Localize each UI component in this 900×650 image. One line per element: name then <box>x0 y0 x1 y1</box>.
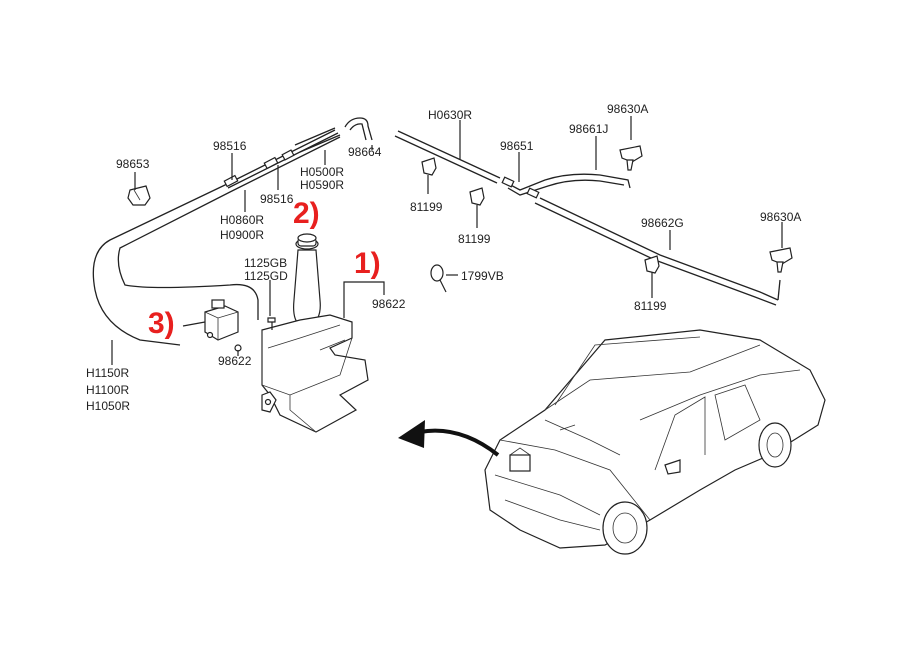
label-98630a-b: 98630A <box>760 210 801 224</box>
label-98653: 98653 <box>116 157 150 171</box>
label-h0860r: H0860R <box>220 213 264 227</box>
washer-pump <box>204 299 242 352</box>
label-98630a-a: 98630A <box>607 102 648 116</box>
label-1125gb: 1125GB <box>244 256 287 270</box>
label-h0630r: H0630R <box>428 108 472 122</box>
label-h1050r: H1050R <box>86 399 130 413</box>
part-labels: 98653 98516 98516 H0860R H0900R H0500R H… <box>86 102 801 413</box>
label-h1150r: H1150R <box>86 366 129 380</box>
callout-2: 2) <box>293 197 320 230</box>
callout-markers: 1) 2) 3) <box>148 197 381 340</box>
label-98516-a: 98516 <box>213 139 247 153</box>
washer-nozzle-a <box>619 145 643 171</box>
label-1799vb: 1799VB <box>461 269 504 283</box>
washer-tank <box>261 233 369 433</box>
label-h0500r: H0500R <box>300 165 344 179</box>
callout-1: 1) <box>354 247 381 280</box>
label-81199-b: 81199 <box>458 232 491 246</box>
label-98516-b: 98516 <box>260 192 294 206</box>
hose-clip-a <box>421 157 437 176</box>
label-h0900r: H0900R <box>220 228 264 242</box>
vehicle-illustration <box>484 329 826 555</box>
label-98622-b: 98622 <box>218 354 252 368</box>
cable-tie-1799vb <box>430 264 447 293</box>
label-h0590r: H0590R <box>300 178 344 192</box>
clip-98653 <box>127 185 151 206</box>
label-98622-a: 98622 <box>372 297 406 311</box>
label-1125gd: 1125GD <box>244 269 288 283</box>
label-h1100r: H1100R <box>86 383 129 397</box>
leader-lines <box>111 116 783 365</box>
location-arrow <box>398 420 500 457</box>
label-98662g: 98662G <box>641 216 684 230</box>
label-81199-a: 81199 <box>410 200 443 214</box>
label-98651: 98651 <box>500 139 534 153</box>
label-98664: 98664 <box>348 145 382 159</box>
nozzle-hose-assembly <box>394 130 781 306</box>
hose-clip-b <box>469 187 485 206</box>
label-98661j: 98661J <box>569 122 608 136</box>
label-81199-c: 81199 <box>634 299 667 313</box>
callout-3: 3) <box>148 307 175 340</box>
washer-nozzle-b <box>769 247 793 273</box>
hose-clip-c <box>644 255 660 274</box>
washer-hose-assembly <box>92 117 373 346</box>
